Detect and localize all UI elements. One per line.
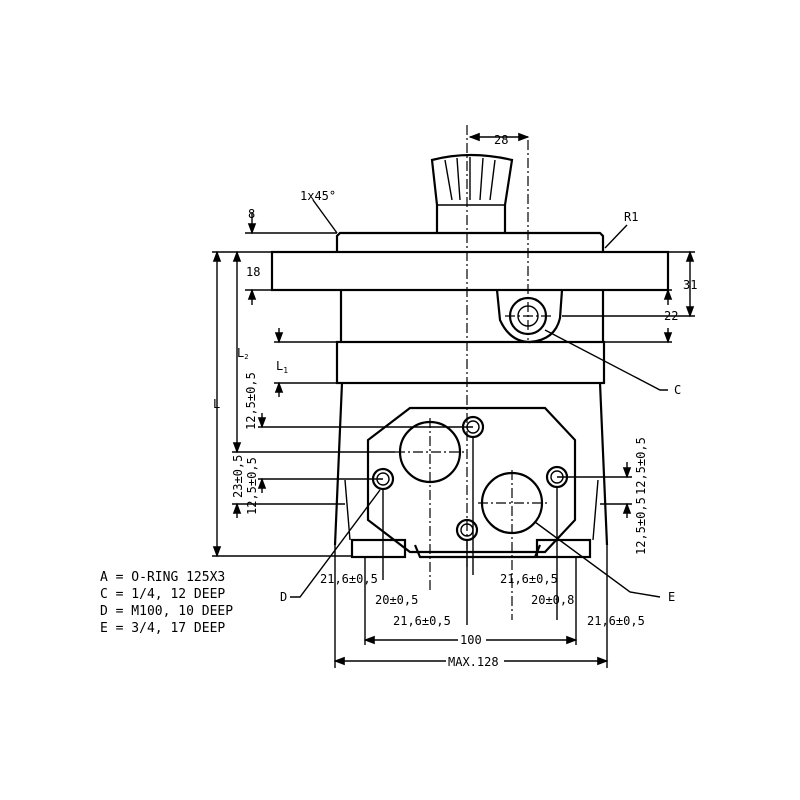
note-a: A = O-RING 125X3 [100, 570, 225, 585]
dim-31: 31 [683, 278, 697, 292]
port-plate [366, 406, 577, 554]
dim-right-12-5-b: 12,5±0,5 [634, 497, 648, 555]
dim-100: 100 [460, 633, 482, 647]
dim-r1: R1 [624, 210, 638, 224]
note-c: C = 1/4, 12 DEEP [100, 587, 225, 602]
dimension-lines [212, 132, 695, 668]
leader-lines [290, 199, 668, 598]
dim-left-12-5-b: 12,5±0,5 [245, 457, 259, 515]
splined-shaft [430, 153, 514, 233]
pilot [335, 231, 605, 252]
dim-l2: L2 [237, 346, 248, 361]
note-e: E = 3/4, 17 DEEP [100, 621, 225, 636]
dim-21-6-left: 21,6±0,5 [320, 572, 378, 586]
dim-20-right: 20±0,8 [531, 593, 574, 607]
dim-chamfer: 1x45° [300, 189, 336, 203]
dim-l1: L1 [276, 359, 288, 375]
port-notes: A = O-RING 125X3 C = 1/4, 12 DEEP D = M1… [100, 570, 233, 636]
dim-max-128: MAX.128 [448, 655, 499, 669]
dim-21-6-far: 21,6±0,5 [587, 614, 645, 628]
dim-20-left: 20±0,5 [375, 593, 418, 607]
dim-l: L [213, 397, 220, 411]
ports-a-e [371, 415, 569, 542]
dim-22: 22 [664, 309, 678, 323]
callout-e: E [668, 590, 675, 604]
callout-d: D [280, 590, 287, 604]
body-band [335, 340, 606, 385]
bottom-feet [350, 538, 592, 559]
mounting-flange [270, 250, 670, 292]
dim-28: 28 [494, 133, 508, 147]
callout-c: C [674, 383, 681, 397]
dim-left-23: 23±0,5 [231, 455, 245, 498]
center-lines [395, 125, 552, 620]
dim-21-6-right: 21,6±0,5 [500, 572, 558, 586]
note-d: D = M100, 10 DEEP [100, 604, 233, 619]
dim-21-6-mid: 21,6±0,5 [393, 614, 451, 628]
dim-18: 18 [246, 265, 260, 279]
dim-8: 8 [248, 207, 255, 221]
dim-right-12-5-a: 12,5±0,5 [634, 437, 648, 495]
dim-left-12-5: 12,5±0,5 [244, 372, 258, 430]
lower-body [333, 382, 609, 546]
